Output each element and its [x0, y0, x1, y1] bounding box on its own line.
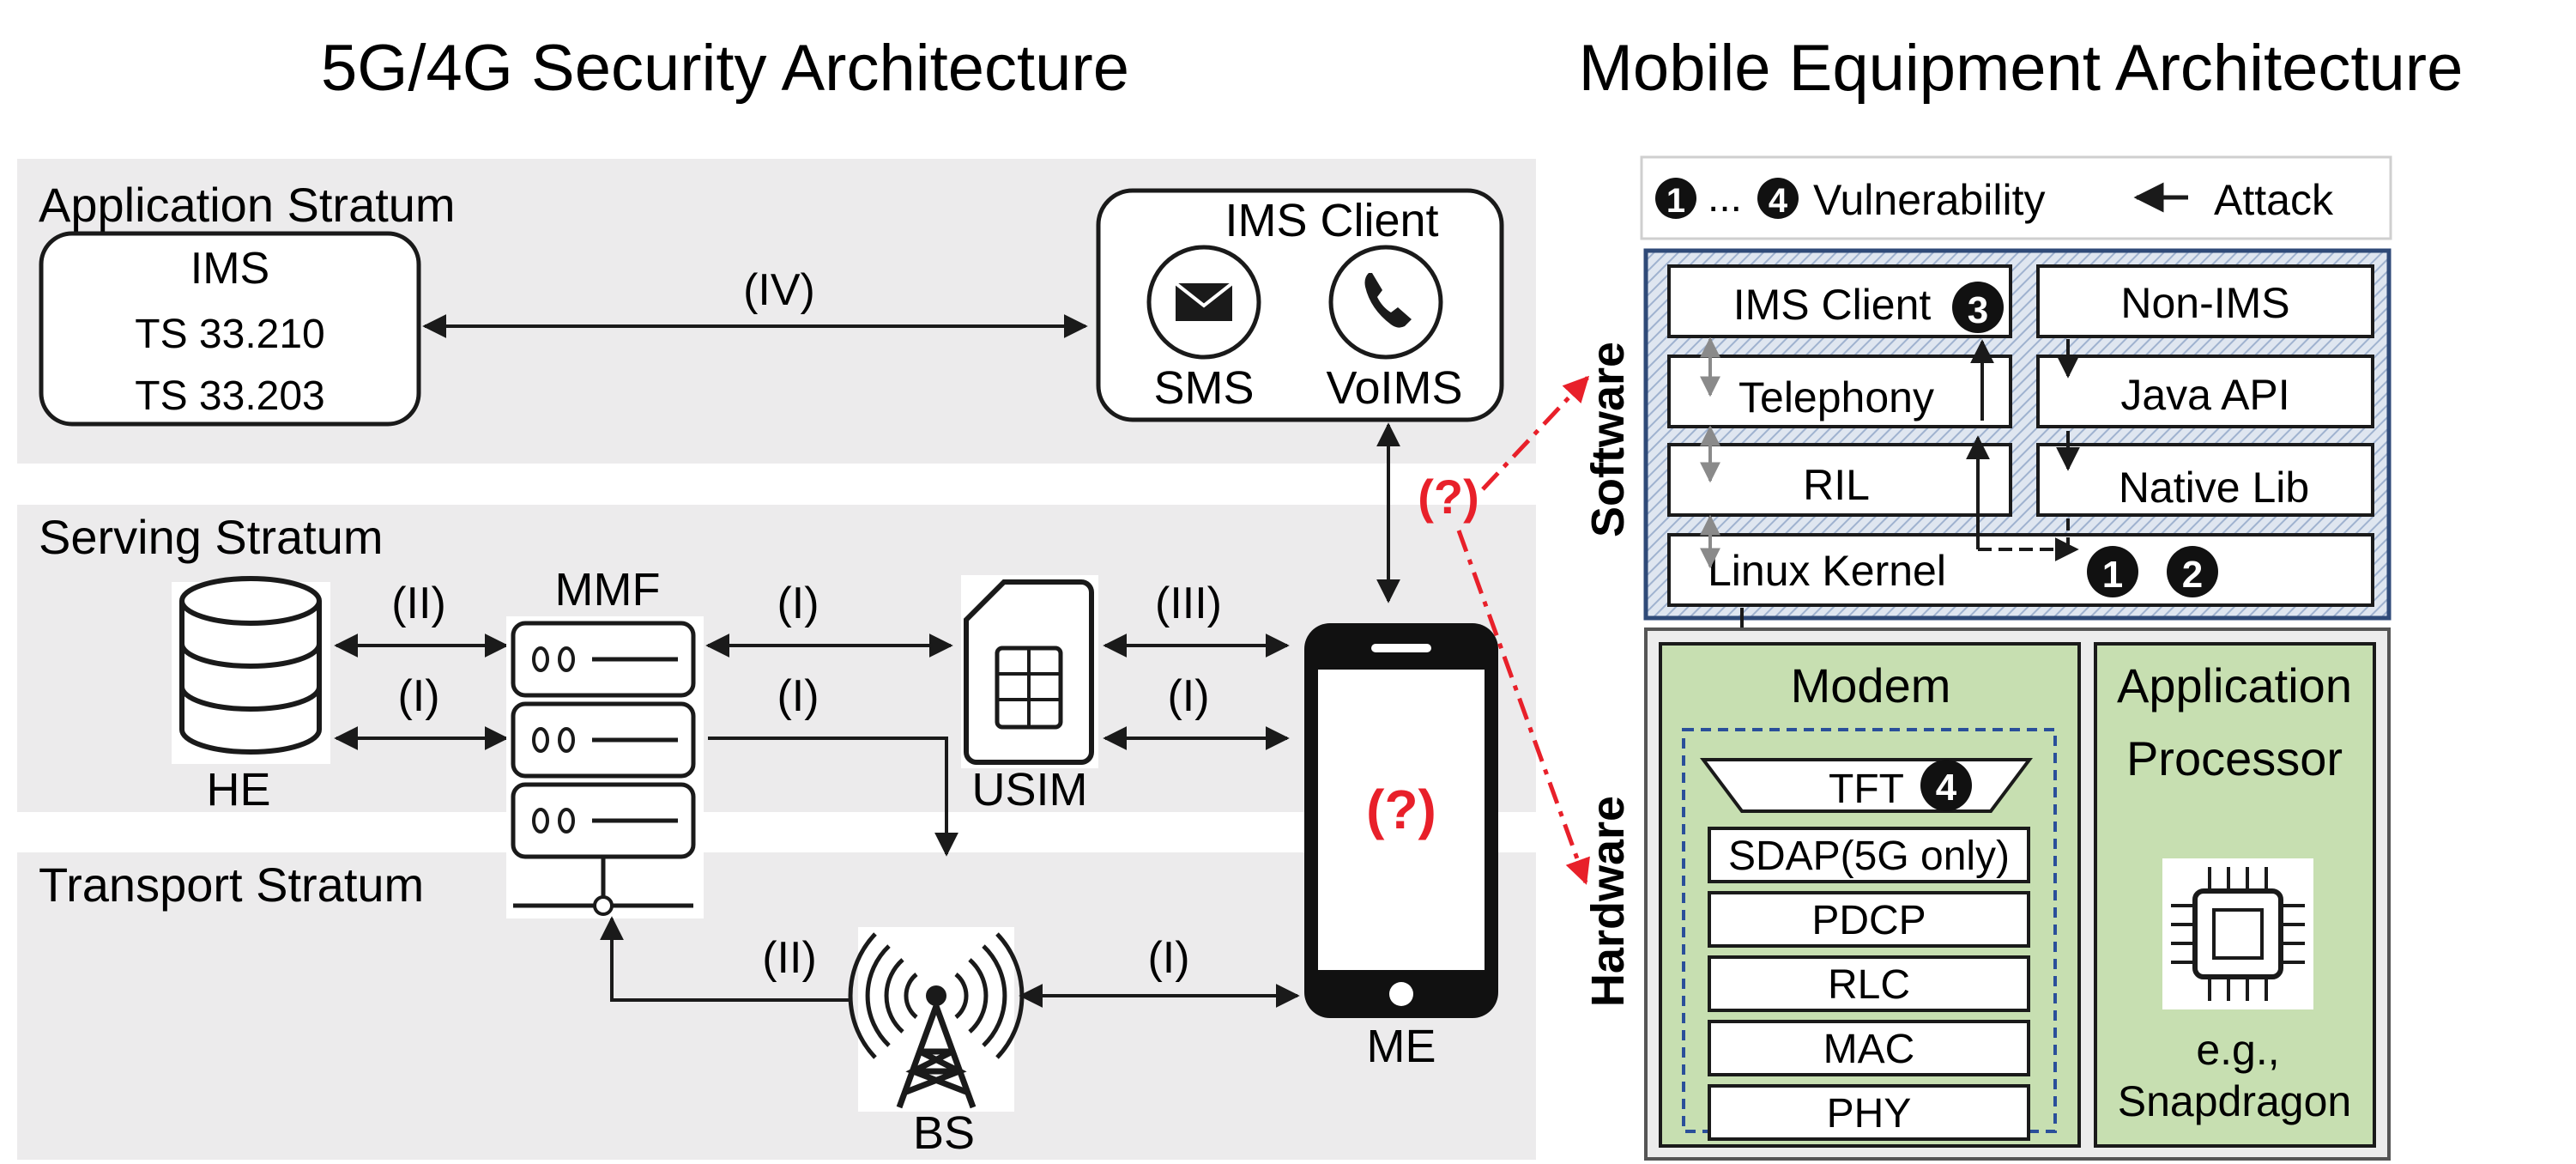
sw-badge-2 [2167, 546, 2218, 597]
legend-attack: Attack [2214, 176, 2334, 224]
sw-native-lib-box [2036, 443, 2374, 517]
serving-stratum-label: Serving Stratum [39, 510, 384, 564]
bs-label: BS [913, 1107, 975, 1159]
usim-me-link-top-label: (III) [1155, 579, 1222, 628]
sdap-box [1708, 827, 2030, 883]
sw-badge-3 [1952, 282, 2004, 333]
modem-inner-box [1682, 728, 2057, 1133]
application-stratum-label: Application Stratum [39, 178, 456, 232]
mmf-label: MMF [555, 564, 661, 615]
bs-mmf-link-label: (II) [762, 933, 817, 983]
he-label: HE [206, 764, 270, 815]
hardware-label: Hardware [1582, 796, 1634, 1007]
rlc-box [1708, 955, 2030, 1012]
software-label: Software [1582, 342, 1634, 537]
he-mmf-link-top-label: (II) [391, 579, 446, 628]
app-processor-chip: Snapdragon [2118, 1077, 2351, 1125]
sw-ril-box [1667, 443, 2012, 517]
mmf-bs-link-label: (I) [777, 671, 819, 721]
me-label: ME [1367, 1021, 1436, 1072]
hw-badge-4 [1920, 760, 1972, 811]
server-icon [506, 616, 704, 918]
ims-spec-1: TS 33.210 [135, 312, 324, 357]
attack-arrow-hardware [1456, 530, 1590, 885]
sw-telephony-box [1667, 355, 2012, 428]
transport-stratum-label: Transport Stratum [39, 858, 424, 912]
usim-me-link-bottom-label: (I) [1167, 671, 1209, 721]
sw-attack-paths [1966, 339, 2080, 561]
bs-mmf-link [600, 916, 850, 1002]
bs-me-link-label: (I) [1147, 933, 1189, 983]
sim-card-icon [961, 575, 1098, 768]
usim-label: USIM [972, 764, 1088, 815]
sw-telephony-label: Telephony [1738, 373, 1934, 421]
mmf-bs-link [708, 737, 958, 857]
cell-tower-icon [848, 927, 1025, 1112]
legend-badge-1 [1655, 178, 1696, 219]
sw-ims-client-label: IMS Client [1733, 281, 1932, 329]
sw-linux-kernel-box [1667, 533, 2374, 607]
pdcp-box [1708, 891, 2030, 948]
ims-title: IMS [190, 244, 269, 294]
legend-badge-4 [1757, 178, 1799, 219]
smartphone-icon [1304, 623, 1498, 1018]
sw-badge-2-text: 2 [2182, 554, 2203, 596]
pdcp-label: PDCP [1811, 898, 1926, 943]
sw-java-api-box [2036, 355, 2374, 428]
sw-badge-3-text: 3 [1968, 289, 1988, 331]
mail-icon [1146, 245, 1261, 360]
ims-client-link-label: (IV) [743, 265, 815, 315]
ims-client-title: IMS Client [1225, 195, 1438, 246]
modem-label: Modem [1791, 658, 1951, 712]
phone-icon [1328, 245, 1443, 360]
app-processor-eg: e.g., [2196, 1026, 2279, 1074]
sw-non-ims-box [2036, 264, 2374, 338]
ims-box [39, 231, 421, 427]
left-title: 5G/4G Security Architecture [321, 32, 1129, 105]
database-icon [172, 576, 330, 764]
legend-badge-1-text: 1 [1666, 182, 1685, 220]
sw-java-api-label: Java API [2120, 371, 2289, 419]
mac-label: MAC [1823, 1027, 1915, 1072]
mac-box [1708, 1020, 2030, 1076]
phy-box [1708, 1084, 2030, 1141]
sw-linux-kernel-label: Linux Kernel [1708, 547, 1946, 595]
tft-label: TFT [1829, 767, 1904, 812]
sdap-label: SDAP(5G only) [1728, 834, 2010, 879]
sw-ril-label: RIL [1803, 461, 1870, 509]
sw-native-lib-label: Native Lib [2119, 464, 2309, 512]
hw-badge-4-text: 4 [1936, 767, 1957, 809]
legend-ellipsis: ... [1708, 175, 1742, 221]
rlc-label: RLC [1828, 962, 1910, 1008]
sw-badge-1 [2087, 546, 2138, 597]
mmf-usim-link-label: (I) [777, 579, 819, 628]
phy-label: PHY [1827, 1091, 1912, 1137]
legend-box [1640, 155, 2392, 240]
sw-badge-1-text: 1 [2102, 554, 2123, 596]
legend-badge-4-text: 4 [1769, 182, 1788, 220]
chip-icon [2162, 858, 2313, 1009]
legend-vulnerability: Vulnerability [1813, 176, 2046, 224]
right-title: Mobile Equipment Architecture [1579, 32, 2464, 105]
app-processor-line2: Processor [2126, 731, 2343, 785]
app-processor-line1: Application [2117, 658, 2352, 712]
unknown-me-label: (?) [1366, 779, 1436, 840]
sw-non-ims-label: Non-IMS [2120, 279, 2289, 327]
ims-spec-2: TS 33.203 [135, 373, 324, 419]
volms-label: VoIMS [1326, 362, 1462, 414]
unknown-link-label: (?) [1418, 470, 1479, 524]
he-mmf-link-bottom-label: (I) [397, 671, 439, 721]
sms-label: SMS [1153, 362, 1254, 414]
attack-arrow-software [1481, 375, 1590, 491]
